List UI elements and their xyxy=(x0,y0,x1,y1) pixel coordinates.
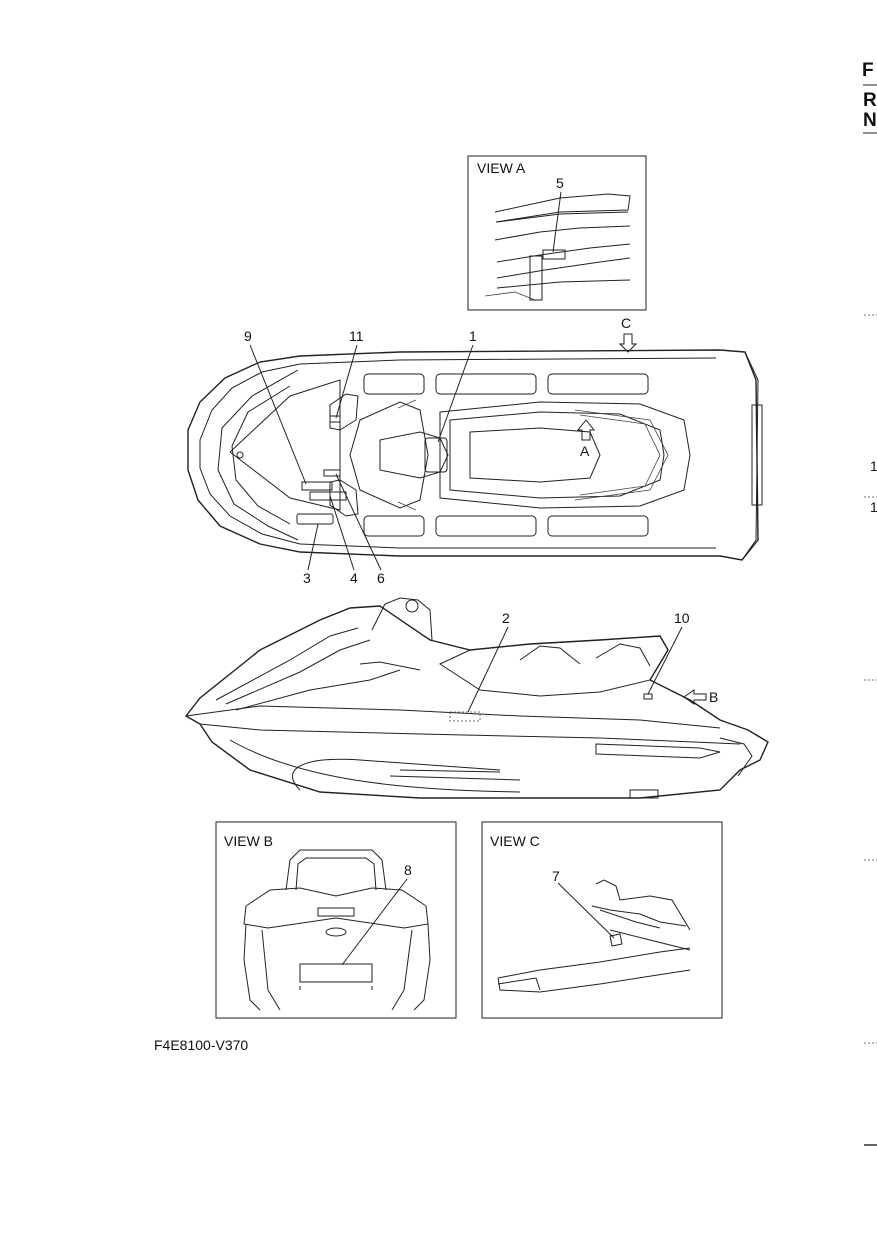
callout-7: 7 xyxy=(552,868,560,884)
label-9-mark xyxy=(301,481,333,491)
edge-letter-f: F xyxy=(862,60,874,81)
arrow-c-letter: C xyxy=(621,315,631,331)
callout-6: 6 xyxy=(377,570,385,586)
view-a-title: VIEW A xyxy=(477,160,526,176)
arrow-a-icon xyxy=(576,419,596,441)
view-b-panel: VIEW B 8 xyxy=(215,821,457,1019)
callout-1: 1 xyxy=(469,328,477,344)
arrow-b-letter: B xyxy=(709,689,718,705)
label-5-mark xyxy=(542,249,566,260)
side-view-watercraft: 2 10 B xyxy=(184,597,769,799)
edge-mark-a: 1 xyxy=(870,458,877,474)
callout-5: 5 xyxy=(556,175,564,191)
edge-letter-n: N xyxy=(863,110,877,131)
callout-8: 8 xyxy=(404,862,412,878)
callout-11: 11 xyxy=(349,328,364,344)
callout-3: 3 xyxy=(303,570,311,586)
label-2-mark xyxy=(449,711,481,722)
callout-2: 2 xyxy=(502,610,510,626)
label-8-mark xyxy=(299,963,373,983)
view-b-title: VIEW B xyxy=(224,833,273,849)
label-4-mark xyxy=(309,491,347,501)
edge-letter-r: R xyxy=(863,90,877,111)
label-10-mark xyxy=(643,693,653,700)
label-6-mark xyxy=(323,469,341,477)
view-c-panel: VIEW C 7 xyxy=(481,821,723,1019)
callout-4: 4 xyxy=(350,570,358,586)
arrow-c-icon xyxy=(618,333,638,353)
callout-9: 9 xyxy=(244,328,252,344)
view-c-title: VIEW C xyxy=(490,833,540,849)
view-a-panel: VIEW A 5 xyxy=(467,155,647,311)
edge-mark-b: 1 xyxy=(870,499,877,515)
label-7-mark xyxy=(609,933,623,947)
top-view-watercraft: 9 11 1 3 4 6 C A xyxy=(187,315,763,586)
figure-code: F4E8100-V370 xyxy=(154,1037,248,1053)
arrow-a-letter: A xyxy=(580,443,590,459)
callout-10: 10 xyxy=(674,610,690,626)
label-11-mark xyxy=(329,415,341,423)
label-3-mark xyxy=(296,513,334,525)
arrow-b-icon xyxy=(683,689,707,705)
